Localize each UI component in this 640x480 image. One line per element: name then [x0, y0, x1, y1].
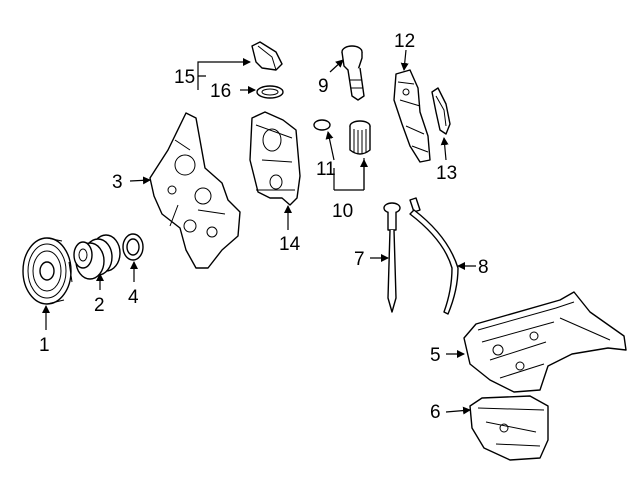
- vibration-damper[interactable]: [73, 234, 121, 280]
- callout-2: 2: [94, 295, 105, 316]
- upper-oil-pan[interactable]: [463, 291, 627, 393]
- crankshaft-seal[interactable]: [122, 233, 144, 261]
- callout-1: 1: [39, 335, 50, 356]
- callout-9: 9: [318, 76, 329, 97]
- timing-cover[interactable]: [149, 112, 241, 269]
- dipstick-tube[interactable]: [409, 197, 459, 315]
- callout-8: 8: [478, 257, 489, 278]
- callout-11: 11: [316, 159, 336, 180]
- callout-12: 12: [394, 31, 415, 52]
- oil-filter-cap[interactable]: [341, 45, 365, 101]
- callout-3: 3: [112, 172, 123, 193]
- lower-oil-pan[interactable]: [469, 395, 549, 461]
- oil-filter-housing[interactable]: [393, 69, 431, 163]
- callout-16: 16: [210, 81, 231, 102]
- callout-7: 7: [354, 249, 365, 270]
- callout-14: 14: [279, 234, 301, 255]
- leader-lines: [42, 49, 476, 415]
- oil-filter-element[interactable]: [349, 120, 371, 155]
- dipstick[interactable]: [383, 202, 401, 313]
- oil-filler-cap[interactable]: [251, 41, 283, 71]
- housing-gasket[interactable]: [431, 87, 451, 135]
- filler-cap-seal[interactable]: [256, 85, 284, 99]
- callout-labels: 1 2 3 4 5 6 7 8 9 10 11 12 13 14 15 16: [39, 31, 489, 423]
- o-ring[interactable]: [313, 119, 331, 131]
- callout-10: 10: [332, 201, 353, 222]
- callout-15: 15: [174, 67, 195, 88]
- cover-plate[interactable]: [249, 111, 301, 206]
- callout-13: 13: [436, 163, 457, 184]
- callout-5: 5: [430, 345, 441, 366]
- callout-6: 6: [430, 402, 441, 423]
- crankshaft-pulley[interactable]: [22, 237, 73, 305]
- callout-4: 4: [128, 287, 139, 308]
